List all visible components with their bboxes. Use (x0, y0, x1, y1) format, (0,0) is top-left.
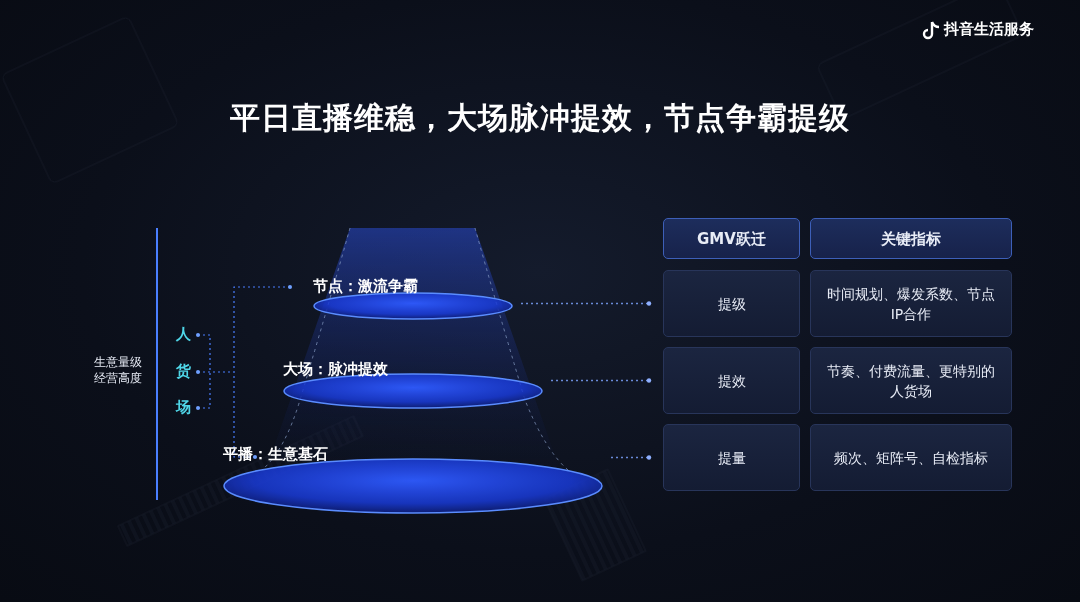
dimension-label: 场 (176, 398, 191, 417)
table-cell: 频次、矩阵号、自检指标 (810, 424, 1012, 491)
slide-title: 平日直播维稳，大场脉冲提效，节点争霸提级 (0, 98, 1080, 139)
table-cell: 提量 (663, 424, 800, 491)
cell-text: 频次、矩阵号、自检指标 (834, 448, 988, 468)
table-cell: 提级 (663, 270, 800, 337)
layer-title: 节点：激流争霸 (313, 277, 418, 295)
column-header: 关键指标 (810, 218, 1012, 259)
table-cell: 时间规划、爆发系数、节点IP合作 (810, 270, 1012, 337)
cell-text: 时间规划、爆发系数、节点IP合作 (825, 284, 997, 324)
cell-text: GMV跃迁 (697, 229, 766, 249)
cell-text: 关键指标 (881, 229, 941, 249)
dotted-connector (551, 378, 651, 382)
cell-text: 节奏、付费流量、更特别的人货场 (825, 361, 997, 401)
cell-text: 提级 (718, 294, 746, 314)
column-header: GMV跃迁 (663, 218, 800, 259)
axis-label: 生意量级 经营高度 (90, 354, 146, 386)
layer-disc: 大场：脉冲提效 (283, 359, 543, 409)
cell-text: 提量 (718, 448, 746, 468)
layer-title: 大场：脉冲提效 (283, 360, 388, 378)
table-cell: 节奏、付费流量、更特别的人货场 (810, 347, 1012, 414)
brand-logo-text: 抖音生活服务 (944, 20, 1034, 39)
cell-text: 提效 (718, 371, 746, 391)
dimension-label: 人 (176, 325, 191, 344)
layer-disc: 平播：生意基石 (223, 444, 603, 514)
dotted-connector (611, 455, 651, 459)
table-cell: 提效 (663, 347, 800, 414)
dotted-connector (521, 301, 651, 305)
layer-title: 平播：生意基石 (223, 445, 328, 463)
layer-disc: 节点：激流争霸 (313, 276, 513, 320)
dimension-label: 货 (176, 362, 191, 381)
